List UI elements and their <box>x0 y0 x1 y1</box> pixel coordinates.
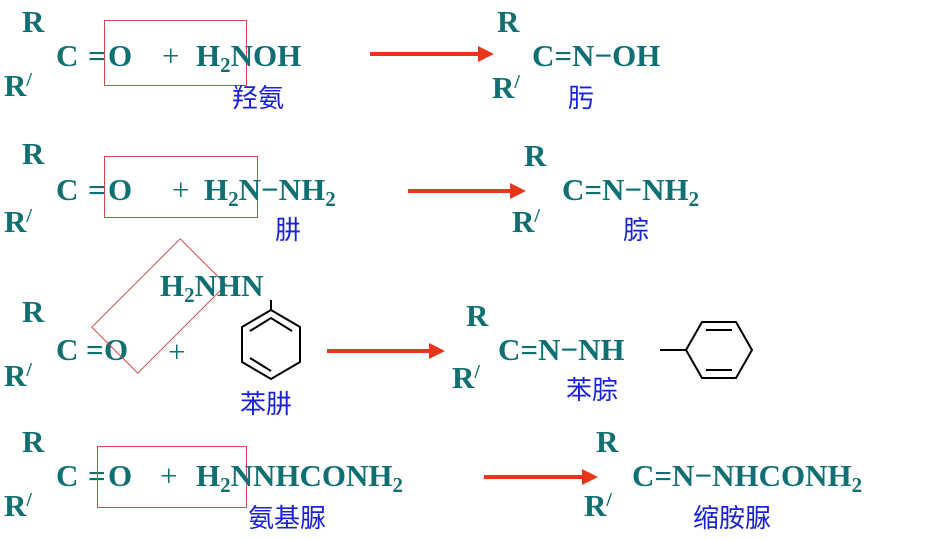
carbonyl-carbon: C <box>56 458 79 493</box>
product-formula: C=N−OH <box>532 38 661 73</box>
product-name: 苯腙 <box>566 376 619 406</box>
r-group: R <box>497 4 520 39</box>
benzene-ring-icon <box>241 300 301 381</box>
r-group: R <box>524 138 547 173</box>
product-name: 腙 <box>623 216 650 246</box>
r-prime-group: R/ <box>4 204 32 239</box>
plus-sign: + <box>162 38 180 73</box>
carbonyl-oxygen: O <box>108 38 133 73</box>
reagent-formula: H2N−NH2 <box>204 172 336 211</box>
r-group: R <box>596 424 619 459</box>
r-prime-group: R/ <box>4 358 32 393</box>
double-bond: = <box>86 332 104 367</box>
r-group: R <box>22 424 45 459</box>
reagent-formula: H2NOH <box>196 38 302 77</box>
reagent-name: 肼 <box>275 216 302 246</box>
r-prime-group: R/ <box>584 488 612 523</box>
carbonyl-carbon: C <box>56 38 79 73</box>
double-bond: = <box>88 172 106 207</box>
plus-sign: + <box>168 334 186 369</box>
reaction-arrow <box>327 343 445 359</box>
product-formula: C=N−NHCONH2 <box>632 458 863 497</box>
plus-sign: + <box>160 458 178 493</box>
benzene-ring-icon <box>660 321 754 379</box>
r-prime-group: R/ <box>512 204 540 239</box>
reagent-name: 羟氨 <box>232 84 285 114</box>
carbonyl-oxygen: O <box>104 332 129 367</box>
carbonyl-carbon: C <box>56 172 79 207</box>
r-prime-group: R/ <box>492 70 520 105</box>
carbonyl-oxygen: O <box>108 172 133 207</box>
double-bond: = <box>88 458 106 493</box>
product-name: 缩胺脲 <box>693 504 772 534</box>
reagent-name: 氨基脲 <box>248 504 327 534</box>
reaction-site-box <box>97 446 247 508</box>
double-bond: = <box>88 38 106 73</box>
reaction-arrow <box>370 46 494 62</box>
r-group: R <box>466 298 489 333</box>
r-prime-group: R/ <box>4 68 32 103</box>
product-name: 肟 <box>568 84 595 114</box>
r-group: R <box>22 4 45 39</box>
reagent-formula: H2NNHCONH2 <box>196 458 404 497</box>
reaction-site-box <box>104 156 258 218</box>
reaction-arrow <box>484 469 598 485</box>
carbonyl-carbon: C <box>56 332 79 367</box>
reaction-site-box <box>104 20 247 86</box>
reagent-formula: H2NHN <box>160 268 264 307</box>
product-formula: C=N−NH <box>498 332 625 367</box>
carbonyl-oxygen: O <box>108 458 133 493</box>
r-group: R <box>22 294 45 329</box>
reaction-arrow <box>408 183 526 199</box>
r-prime-group: R/ <box>4 488 32 523</box>
reagent-name: 苯肼 <box>240 390 293 420</box>
r-prime-group: R/ <box>452 360 480 395</box>
r-group: R <box>22 136 45 171</box>
plus-sign: + <box>172 172 190 207</box>
product-formula: C=N−NH2 <box>562 172 700 211</box>
